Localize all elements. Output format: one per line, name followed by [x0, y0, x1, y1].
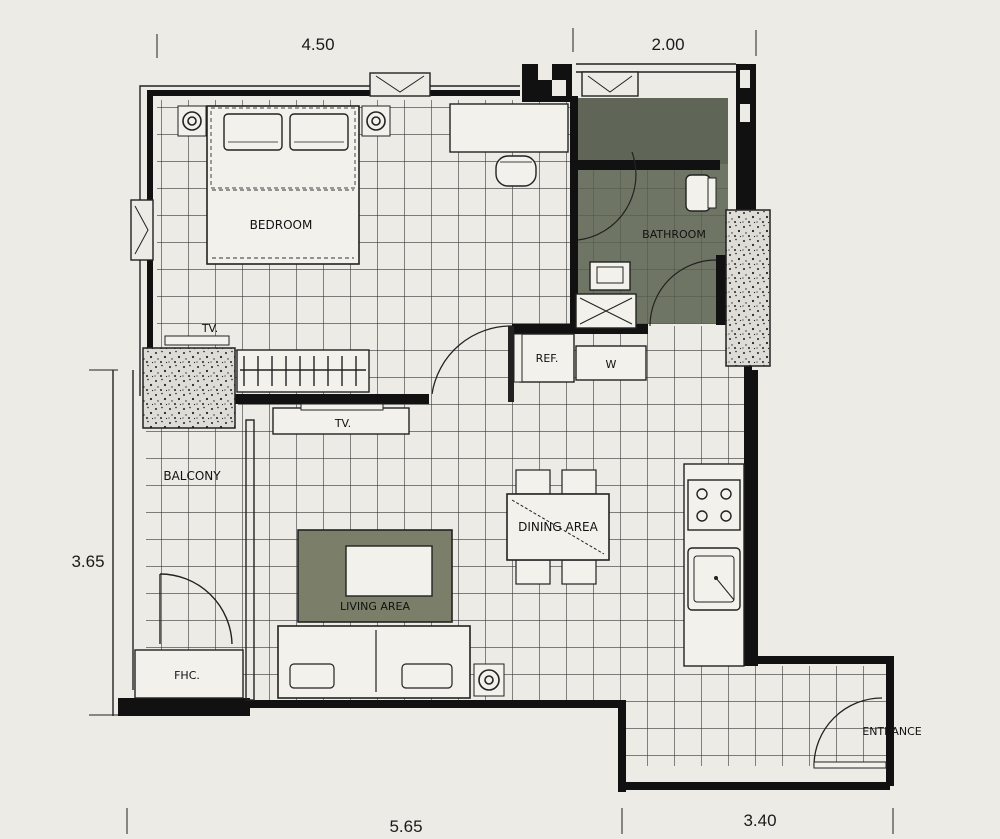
dimension-top-right: 2.00 [651, 35, 684, 54]
window-left [130, 199, 154, 261]
wardrobe [236, 349, 370, 393]
bathroom-door [649, 259, 717, 327]
toilet-icon [685, 174, 717, 212]
sofa [277, 625, 471, 699]
column-right [725, 209, 771, 367]
washer [575, 345, 647, 381]
fire-hose-cabinet-label: FHC. [174, 669, 200, 682]
wall-corner-blocks [538, 64, 750, 122]
chair-icon [495, 155, 537, 187]
entrance-door [813, 697, 887, 769]
dimension-bottom-right: 3.40 [743, 811, 776, 830]
room-label-living-area: LIVING AREA [340, 600, 411, 613]
bedroom-door [431, 325, 514, 402]
living-tv [272, 407, 410, 435]
dimension-marks [89, 28, 894, 834]
lamp-icon [361, 105, 391, 137]
bathroom-vanity-floor [576, 98, 728, 164]
washer-label: W [606, 358, 617, 371]
window-top-right [581, 71, 639, 97]
living-tv-screen [300, 403, 384, 411]
balcony-railing [159, 419, 255, 701]
desk [449, 103, 569, 153]
dimension-left: 3.65 [71, 552, 104, 571]
living-rug [297, 529, 453, 623]
room-label-bedroom: BEDROOM [250, 218, 313, 232]
refrigerator-label: REF. [536, 352, 559, 365]
bedroom-tv [164, 335, 230, 346]
room-label-entrance: ENTRANCE [862, 725, 922, 738]
living-tv-label: TV. [334, 417, 351, 430]
lamp-icon [473, 663, 505, 697]
sink-icon [589, 261, 631, 291]
dimension-bottom-left: 5.65 [389, 817, 422, 836]
column-left [142, 347, 236, 429]
fire-hose-cabinet [134, 649, 244, 699]
room-label-dining-area: DINING AREA [518, 520, 599, 534]
dining-table [506, 469, 610, 585]
bedroom-tv-label: TV. [201, 322, 218, 335]
room-label-balcony: BALCONY [163, 469, 221, 483]
window-top-left [369, 72, 431, 97]
lamp-icon [177, 105, 207, 137]
kitchen-sink-icon [687, 547, 741, 611]
room-label-bathroom: BATHROOM [642, 228, 706, 241]
refrigerator [513, 333, 575, 383]
bed [206, 105, 360, 265]
shower-door [577, 151, 637, 241]
laundry-cabinet [575, 293, 637, 329]
dimension-top-left: 4.50 [301, 35, 334, 54]
stove-icon [687, 479, 741, 531]
